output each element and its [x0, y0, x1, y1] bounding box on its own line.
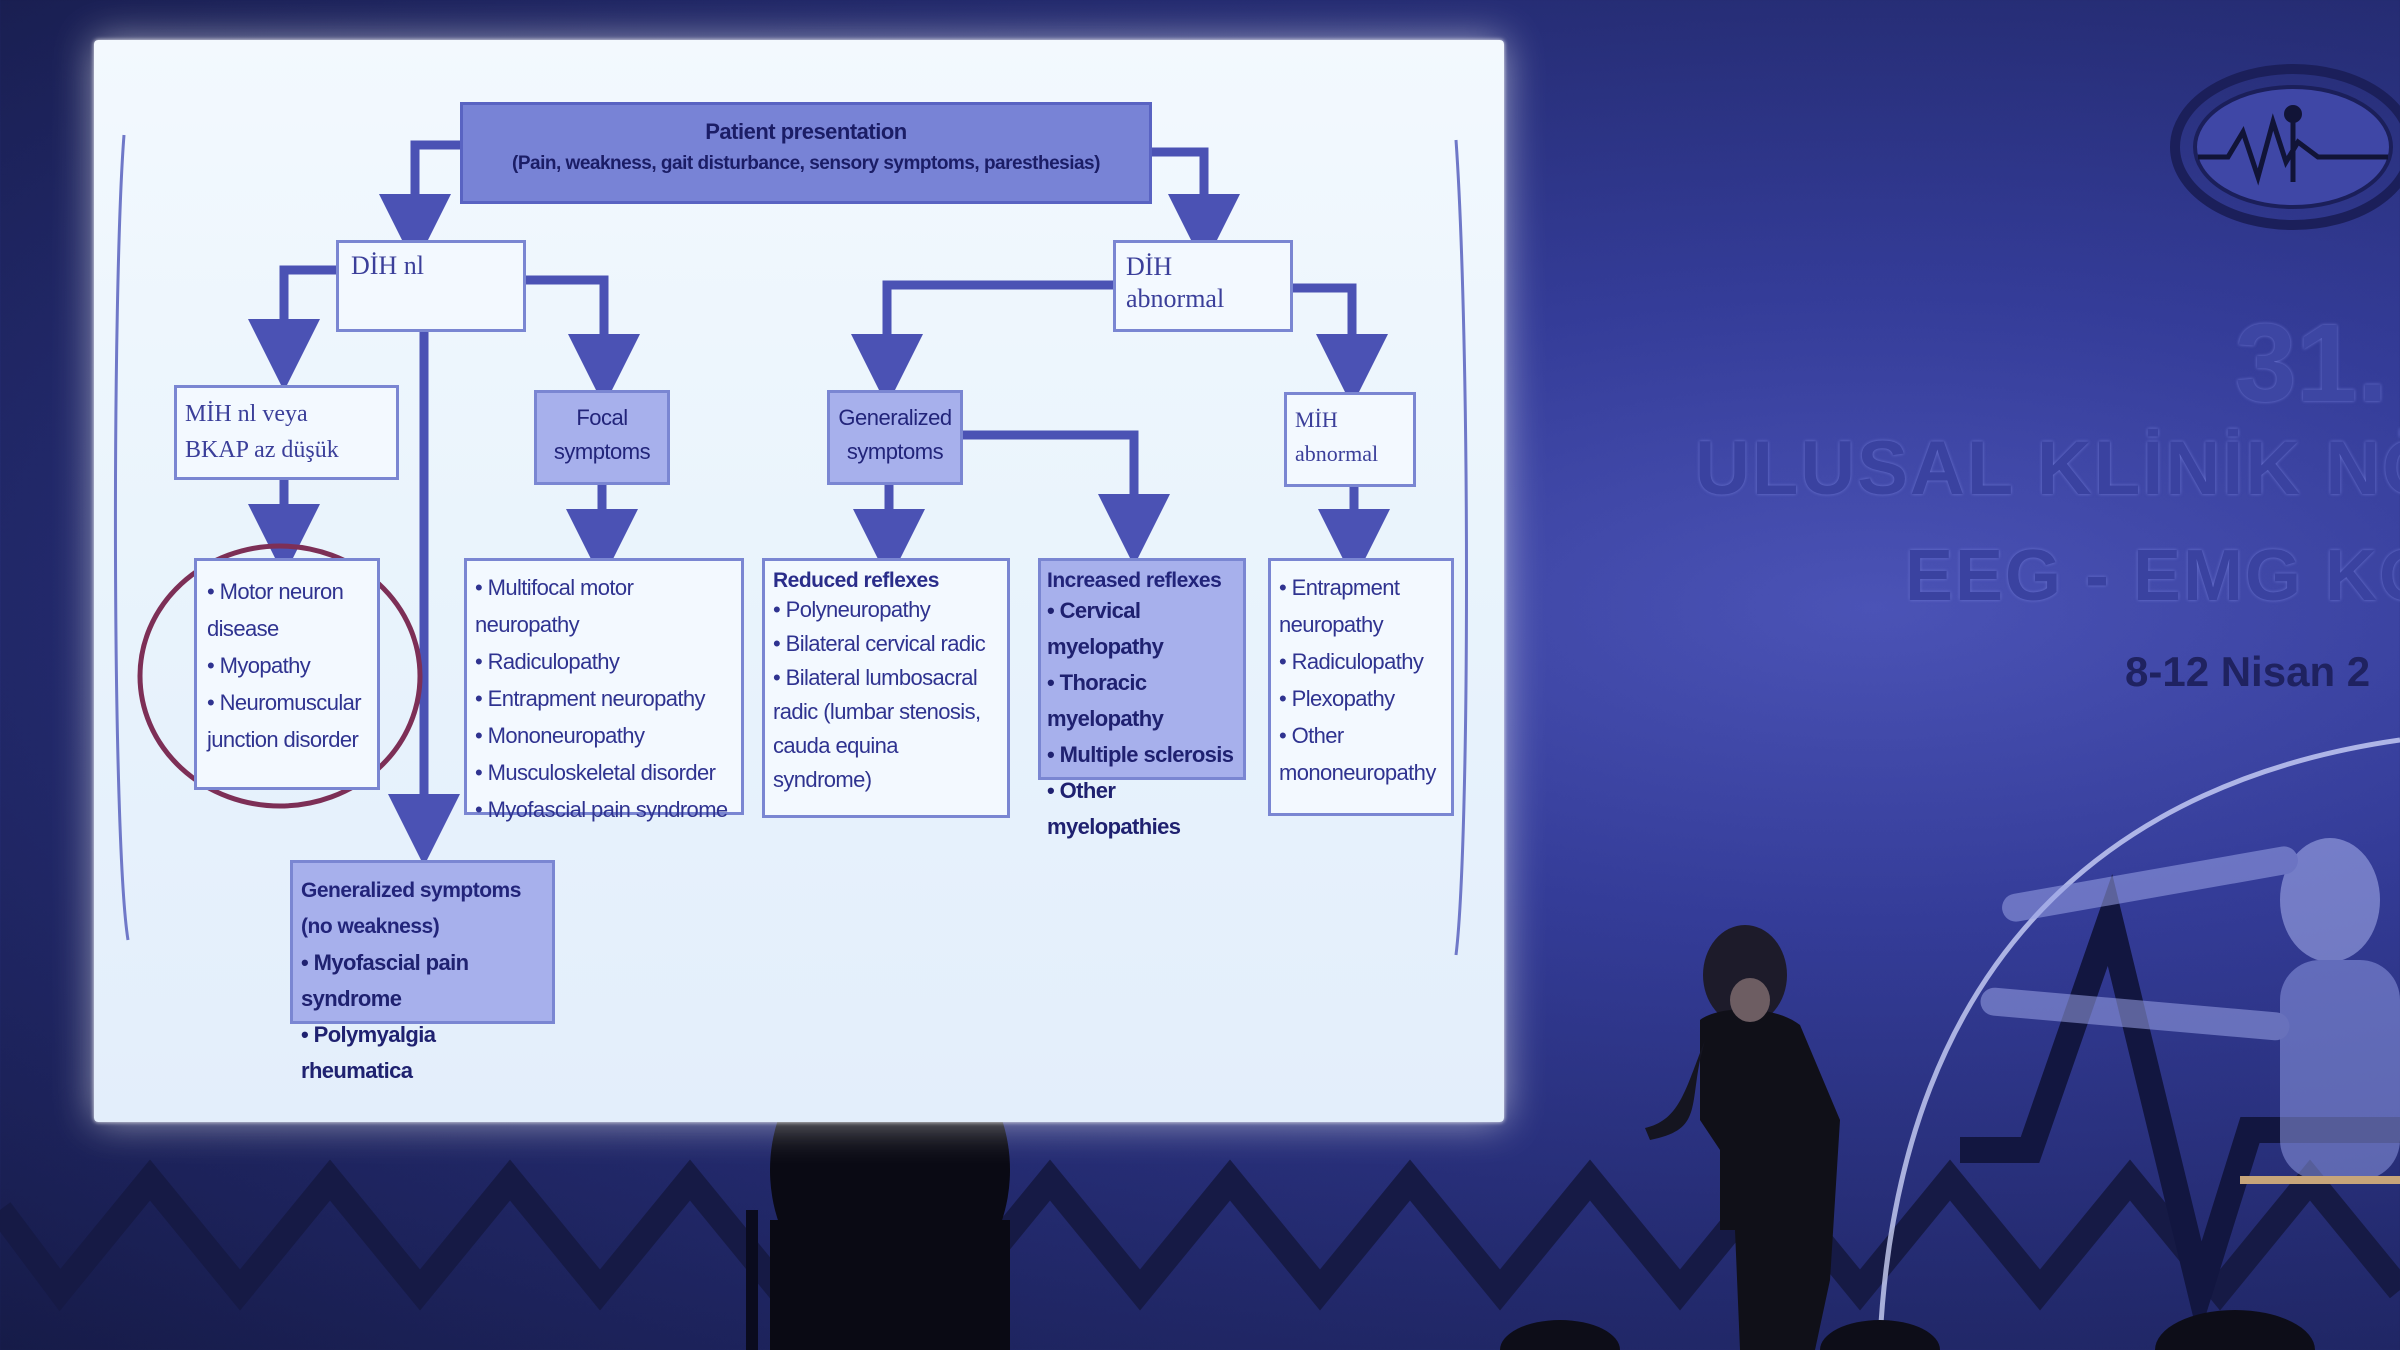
list-item: Multifocal motor neuropathy [475, 569, 733, 643]
reduced-reflexes-list: Polyneuropathy Bilateral cervical radic … [773, 593, 999, 797]
list-item: Mononeuropathy [475, 717, 733, 754]
flowchart-arrows [113, 134, 1468, 956]
focal-diagnoses-list: Multifocal motor neuropathy Radiculopath… [475, 569, 733, 828]
mih-normal-line1: MİH nl veya [185, 401, 308, 427]
dih-abnormal-box: DİH abnormal [1113, 240, 1293, 332]
list-item: Radiculopathy [475, 643, 733, 680]
mih-abnormal-line2: abnormal [1295, 441, 1379, 466]
focal-line1: Focal [576, 405, 628, 430]
patient-presentation-box: Patient presentation (Pain, weakness, ga… [460, 102, 1152, 204]
projection-screen: Patient presentation (Pain, weakness, ga… [94, 40, 1504, 1122]
list-item: Plexopathy [1279, 680, 1443, 717]
increased-reflexes-box: Increased reflexes Cervical myelopathy T… [1038, 558, 1246, 839]
list-item: Thoracic myelopathy [1047, 665, 1237, 737]
list-item: Neuromuscular junction disorder [207, 684, 367, 758]
list-item: Myopathy [207, 647, 367, 684]
mih-abnormal-line1: MİH [1295, 407, 1338, 432]
reduced-reflexes-title: Reduced reflexes [773, 569, 939, 592]
list-item: Other mononeuropathy [1279, 717, 1443, 791]
patient-presentation-subtitle: (Pain, weakness, gait disturbance, senso… [512, 153, 1100, 174]
mih-abnormal-diagnoses-list: Entrapment neuropathy Radiculopathy Plex… [1279, 569, 1443, 791]
increased-reflexes-list: Cervical myelopathy Thoracic myelopathy … [1047, 593, 1237, 845]
patient-presentation-title: Patient presentation [705, 119, 907, 144]
slide-bracket-left [113, 134, 130, 941]
dih-abnormal-line2: abnormal [1126, 284, 1225, 313]
flowchart-slide: Patient presentation (Pain, weakness, ga… [94, 40, 1504, 1122]
mih-abnormal-diagnoses-box: Entrapment neuropathy Radiculopathy Plex… [1268, 558, 1454, 816]
mih-normal-line2: BKAP az düşük [185, 437, 339, 463]
no-weakness-title: Generalized symptoms (no weakness) [301, 879, 521, 938]
list-item: Other myelopathies [1047, 773, 1237, 845]
slide-bracket-right [1454, 139, 1468, 956]
highlight-circle [137, 543, 423, 809]
focal-diagnoses-box: Multifocal motor neuropathy Radiculopath… [464, 558, 744, 822]
vitruvian-figure [1980, 838, 2400, 1180]
circled-diagnoses-list: Motor neuron disease Myopathy Neuromuscu… [207, 573, 367, 758]
mih-normal-box: MİH nl veya BKAP az düşük [174, 385, 399, 480]
generalized-line1: Generalized [838, 405, 952, 430]
event-number: 31. [2235, 302, 2388, 425]
dih-normal-box: DİH nl [336, 240, 526, 332]
generalized-symptoms-box: Generalized symptoms [827, 390, 963, 485]
reduced-reflexes-box: Reduced reflexes Polyneuropathy Bilatera… [762, 558, 1010, 818]
event-title: ULUSAL KLİNİK NÖ [1695, 426, 2400, 511]
list-item: Motor neuron disease [207, 573, 367, 647]
generalized-line2: symptoms [846, 439, 944, 464]
list-item: Myofascial pain syndrome [475, 791, 733, 828]
list-item: Radiculopathy [1279, 643, 1443, 680]
list-item: Bilateral lumbosacral radic (lumbar sten… [773, 661, 999, 797]
no-weakness-list: Myofascial pain syndrome Polymyalgia rhe… [301, 945, 544, 1089]
mih-abnormal-box: MİH abnormal [1284, 392, 1416, 487]
dih-normal-label: DİH nl [351, 251, 424, 280]
list-item: Polyneuropathy [773, 593, 999, 627]
no-weakness-box: Generalized symptoms (no weakness) Myofa… [290, 860, 555, 1083]
dih-abnormal-line1: DİH [1126, 252, 1173, 281]
increased-reflexes-title: Increased reflexes [1047, 569, 1222, 592]
focal-line2: symptoms [553, 439, 651, 464]
list-item: Musculoskeletal disorder [475, 754, 733, 791]
list-item: Entrapment neuropathy [475, 680, 733, 717]
zigzag-decoration [0, 1159, 2400, 1312]
event-date: 8-12 Nisan 2 [2125, 648, 2371, 695]
event-subtitle: EEG - EMG KO [1905, 536, 2400, 616]
ecg-spike-decoration [1960, 874, 2400, 1339]
presenter-silhouette [1645, 925, 1840, 1350]
list-item: Cervical myelopathy [1047, 593, 1237, 665]
list-item: Polymyalgia rheumatica [301, 1017, 544, 1089]
circled-diagnoses-box: Motor neuron disease Myopathy Neuromuscu… [194, 558, 380, 790]
conference-logo [2170, 64, 2400, 230]
list-item: Myofascial pain syndrome [301, 945, 544, 1017]
list-item: Multiple sclerosis [1047, 737, 1237, 773]
focal-symptoms-box: Focal symptoms [534, 390, 670, 485]
list-item: Bilateral cervical radic [773, 627, 999, 661]
list-item: Entrapment neuropathy [1279, 569, 1443, 643]
